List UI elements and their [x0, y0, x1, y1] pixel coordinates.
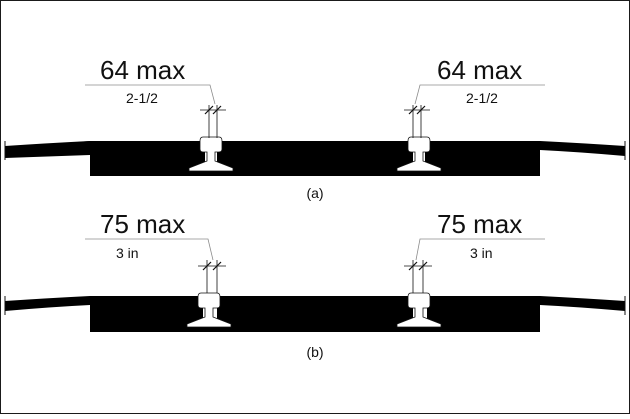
panel-a: 64 max 2-1/2 64 max 2-1/2 (a) — [4, 55, 626, 201]
max-label-b-right: 75 max — [437, 209, 522, 239]
crossing-slab — [90, 149, 540, 176]
max-label-a-left: 64 max — [100, 55, 185, 85]
left-roadway-top — [5, 141, 90, 156]
right-roadway-top — [540, 141, 625, 156]
sub-label-b-right: 3 in — [470, 245, 493, 261]
left-roadway-top — [5, 296, 90, 311]
leader-b-right — [415, 238, 545, 261]
max-label-b-left: 75 max — [100, 209, 185, 239]
leader-a-left — [85, 84, 216, 105]
sub-label-a-left: 2-1/2 — [126, 90, 158, 106]
right-roadway-top — [540, 296, 625, 311]
caption-a: (a) — [306, 185, 323, 201]
caption-b: (b) — [306, 344, 323, 360]
max-label-a-right: 64 max — [437, 55, 522, 85]
sub-label-b-left: 3 in — [116, 245, 139, 261]
leader-b-left — [85, 238, 214, 261]
sub-label-a-right: 2-1/2 — [466, 90, 498, 106]
crossing-slab — [90, 296, 540, 332]
leader-a-right — [414, 84, 545, 105]
panel-b: 75 max 3 in 75 max 3 in (b) — [4, 209, 626, 360]
